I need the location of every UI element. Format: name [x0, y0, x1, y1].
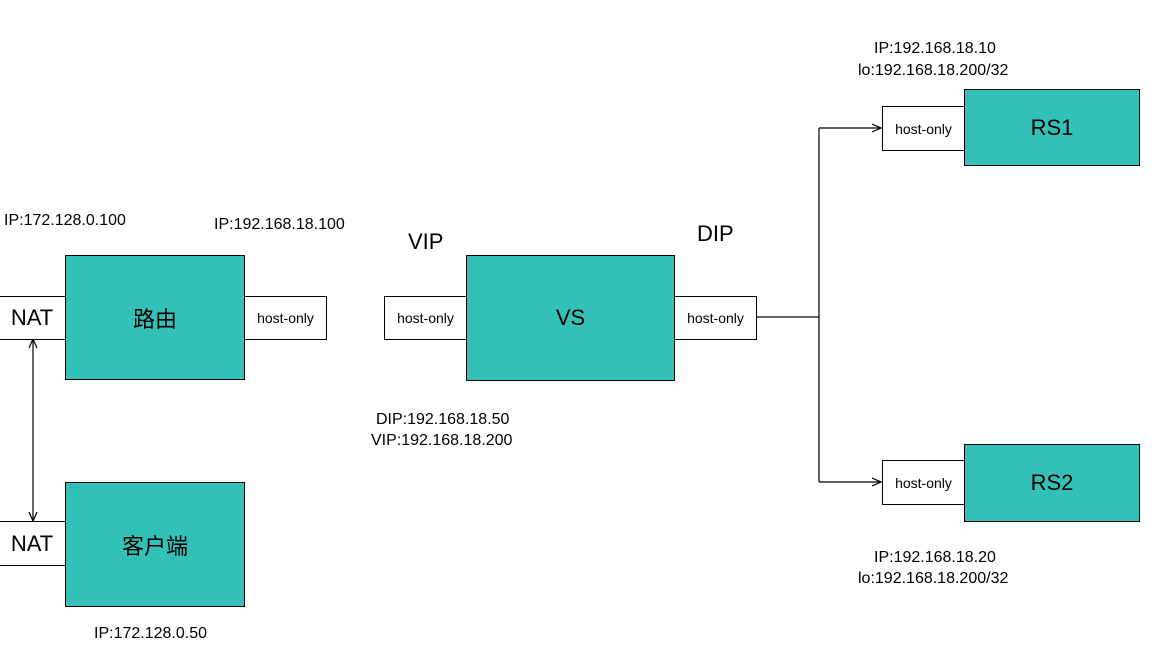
vs-dip-host-only-port: host-only [674, 296, 757, 340]
vs-vip-host-only-port: host-only [384, 296, 467, 340]
vs-dip-host-only-label: host-only [687, 310, 744, 326]
router-host-ip-label: IP:192.168.18.100 [214, 216, 345, 233]
router-nat-ip-label: IP:172.128.0.100 [4, 212, 126, 229]
vs-node: VS [466, 255, 675, 381]
rs1-host-only-port: host-only [882, 106, 965, 151]
rs2-lo-label: lo:192.168.18.200/32 [858, 570, 1009, 587]
rs2-ip-label: IP:192.168.18.20 [874, 549, 996, 566]
router-host-only-port: host-only [244, 296, 327, 340]
client-nat-port: NAT [0, 521, 66, 566]
router-host-only-label: host-only [257, 310, 314, 326]
rs2-host-only-port: host-only [882, 460, 965, 505]
rs1-host-only-label: host-only [895, 120, 952, 137]
client-node: 客户端 [65, 482, 245, 607]
rs1-ip-label: IP:192.168.18.10 [874, 40, 996, 57]
rs2-node: RS2 [964, 444, 1140, 522]
router-node: 路由 [65, 255, 245, 380]
client-node-label: 客户端 [121, 533, 188, 559]
vip-label: VIP [408, 229, 444, 254]
rs2-node-label: RS2 [1030, 470, 1074, 495]
vs-vip-ip-label: VIP:192.168.18.200 [371, 432, 513, 449]
vs-dip-ip-label: DIP:192.168.18.50 [376, 411, 510, 428]
vs-vip-host-only-label: host-only [397, 310, 454, 326]
dip-label: DIP [697, 221, 734, 246]
router-nat-port: NAT [0, 296, 66, 340]
rs1-node: RS1 [964, 89, 1140, 166]
router-nat-label: NAT [10, 305, 54, 330]
vs-node-label: VS [555, 305, 586, 330]
rs1-node-label: RS1 [1030, 114, 1074, 140]
rs1-lo-label: lo:192.168.18.200/32 [858, 62, 1009, 79]
client-ip-label: IP:172.128.0.50 [94, 625, 207, 642]
rs2-host-only-label: host-only [895, 474, 952, 491]
client-nat-label: NAT [10, 530, 54, 556]
router-node-label: 路由 [132, 306, 177, 332]
